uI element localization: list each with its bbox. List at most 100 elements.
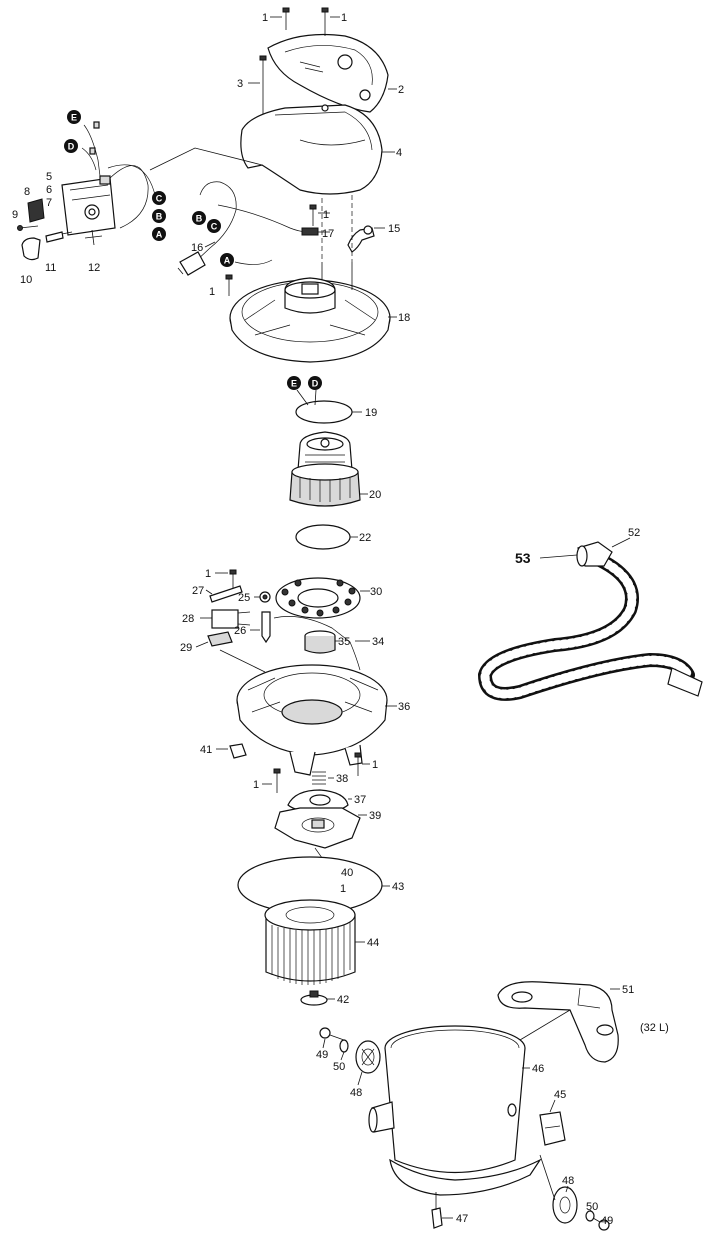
label-1: 1 <box>323 209 329 221</box>
label-22: 22 <box>359 532 371 544</box>
label-1: 1 <box>205 568 211 580</box>
screw-part-1-lower-left <box>273 768 281 793</box>
label-29: 29 <box>180 642 192 654</box>
connector-e-motor: E <box>287 376 301 390</box>
switch-button-part-8 <box>27 198 45 223</box>
label-30: 30 <box>370 586 382 598</box>
connector-d-motor: D <box>308 376 322 390</box>
label-1: 1 <box>253 779 259 791</box>
washer-part-50-right <box>585 1210 595 1222</box>
part-28 <box>211 609 251 629</box>
label-16: 16 <box>191 242 203 254</box>
power-cable-part-16 <box>177 181 313 276</box>
part-35 <box>304 630 336 654</box>
label-50: 50 <box>586 1201 598 1213</box>
svg-text:D: D <box>312 379 319 389</box>
label-49: 49 <box>601 1215 613 1227</box>
label-2: 2 <box>398 84 404 96</box>
label-19: 19 <box>365 407 377 419</box>
part-26 <box>261 611 271 644</box>
label-1: 1 <box>340 883 346 895</box>
label-4: 4 <box>396 147 402 159</box>
svg-text:A: A <box>224 256 231 266</box>
screw-part-1-top-left <box>282 7 290 30</box>
label-6: 6 <box>46 184 52 196</box>
spring-part-38 <box>312 771 326 785</box>
switch-assembly-parts-5-7 <box>61 164 156 236</box>
part-15 <box>347 225 375 253</box>
label-48: 48 <box>562 1175 574 1187</box>
label-1: 1 <box>209 286 215 298</box>
label-18: 18 <box>398 312 410 324</box>
screw-part-9 <box>17 225 39 231</box>
label-44: 44 <box>367 937 379 949</box>
part-27 <box>209 585 243 603</box>
label-28: 28 <box>182 613 194 625</box>
svg-text:C: C <box>156 194 163 204</box>
cable-clamp-part-17 <box>301 204 319 236</box>
label-36: 36 <box>398 701 410 713</box>
label-9: 9 <box>12 209 18 221</box>
screw-part-1-lower-right <box>354 752 362 776</box>
part-41 <box>229 743 247 759</box>
latch-part-45 <box>539 1111 566 1146</box>
connector-c-switch: C <box>152 191 166 205</box>
motor-housing-part-4 <box>240 104 383 195</box>
label-26: 26 <box>234 625 246 637</box>
motor-part-20 <box>289 431 361 507</box>
label-38: 38 <box>336 773 348 785</box>
svg-text:C: C <box>211 222 218 232</box>
part-11 <box>45 231 73 243</box>
label-39: 39 <box>369 810 381 822</box>
connector-d-top: D <box>64 139 78 153</box>
label-1: 1 <box>262 12 268 24</box>
part-39 <box>274 807 361 849</box>
label-1: 1 <box>372 759 378 771</box>
cartridge-filter-part-44 <box>264 899 356 985</box>
part-29 <box>207 631 233 647</box>
castor-part-47 <box>431 1192 443 1229</box>
label-41: 41 <box>200 744 212 756</box>
connector-a-switch: A <box>152 227 166 241</box>
screw-part-1-left <box>229 569 237 590</box>
label-53: 53 <box>515 550 531 566</box>
filter-disc-part-30 <box>275 577 361 619</box>
part-34 <box>273 616 361 671</box>
label-10: 10 <box>20 274 32 286</box>
label-42: 42 <box>337 994 349 1006</box>
hose-connector-part-53 <box>576 541 613 567</box>
svg-text:E: E <box>291 379 297 389</box>
svg-text:E: E <box>71 113 77 123</box>
bolt-part-49-left <box>319 1027 345 1041</box>
label-27: 27 <box>192 585 204 597</box>
label-11: 11 <box>45 262 56 274</box>
label-15: 15 <box>388 223 400 235</box>
label-7: 7 <box>46 197 52 209</box>
connector-c-cable: C <box>207 219 221 233</box>
label-12: 12 <box>88 262 100 274</box>
knob-part-10 <box>21 237 41 261</box>
label-1: 1 <box>341 12 347 24</box>
size-note: (32 L) <box>640 1022 669 1034</box>
label-3: 3 <box>237 78 243 90</box>
screw-part-1-top-right <box>321 7 329 36</box>
svg-text:A: A <box>156 230 163 240</box>
connector-a-cable: A <box>220 253 234 267</box>
handle-part-51 <box>497 981 619 1063</box>
label-47: 47 <box>456 1213 468 1225</box>
label-17: 17 <box>322 228 334 240</box>
top-cover-part-2 <box>267 33 389 113</box>
seal-ring-part-22 <box>295 524 351 550</box>
label-25: 25 <box>238 592 250 604</box>
label-34: 34 <box>372 636 384 648</box>
screw-part-1-mid <box>225 274 233 296</box>
label-8: 8 <box>24 186 30 198</box>
connector-b-cable: B <box>192 211 206 225</box>
label-49: 49 <box>316 1049 328 1061</box>
part-42 <box>300 990 328 1006</box>
svg-text:B: B <box>196 214 203 224</box>
washer-part-50-left <box>339 1039 349 1053</box>
motor-base-part-18 <box>229 262 391 363</box>
label-52: 52 <box>628 527 640 539</box>
